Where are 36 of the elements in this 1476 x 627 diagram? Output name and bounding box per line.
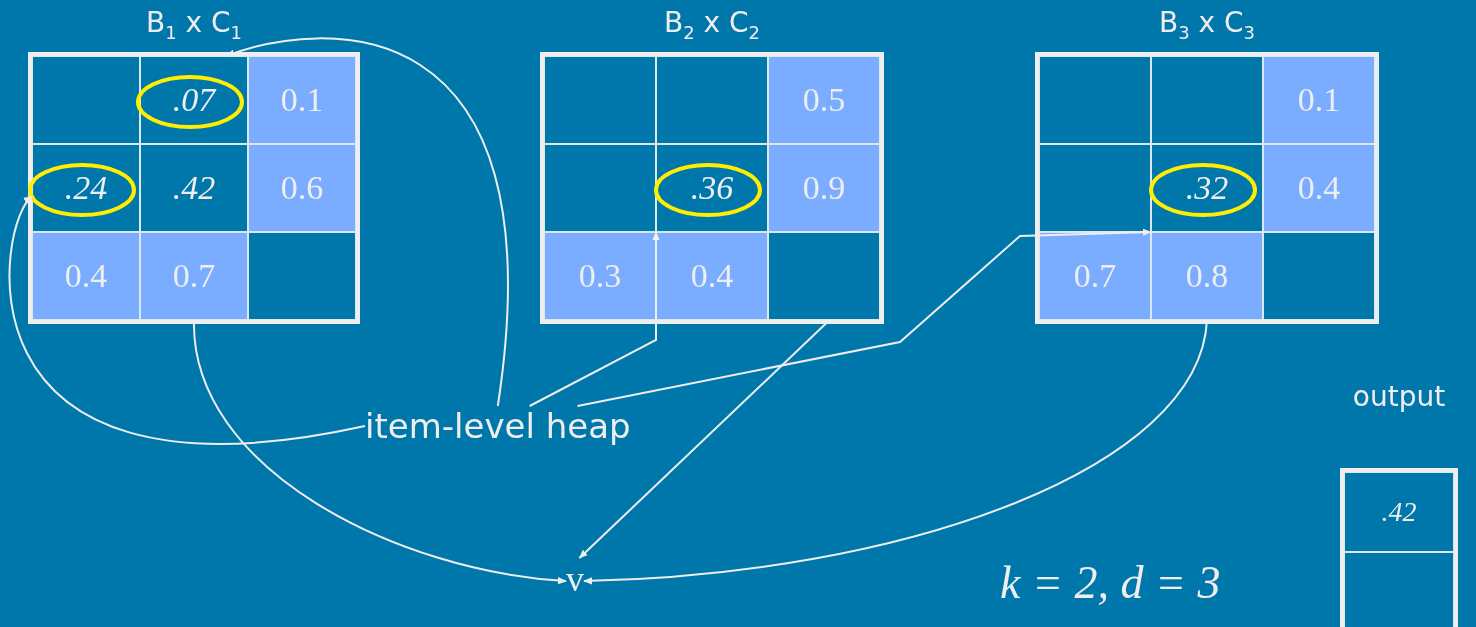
empty-cell xyxy=(1039,144,1151,232)
matrix-cell: 0.7 xyxy=(140,232,248,320)
matrix-cell: 0.1 xyxy=(248,56,356,144)
grid-title: B$_{1}$ x C$_{1}$ xyxy=(144,6,243,43)
empty-cell xyxy=(1039,56,1151,144)
matrix-cell: 0.4 xyxy=(656,232,768,320)
empty-cell xyxy=(32,56,140,144)
arrow xyxy=(578,319,831,559)
matrix-cell: 0.5 xyxy=(768,56,880,144)
matrix-cell: 0.6 xyxy=(248,144,356,232)
empty-cell xyxy=(544,56,656,144)
arrow xyxy=(528,231,660,407)
matrix-cell: 0.3 xyxy=(544,232,656,320)
matrix-cell: 0.4 xyxy=(32,232,140,320)
arrow xyxy=(8,195,366,444)
grid-title: B$_{3}$ x C$_{3}$ xyxy=(1157,6,1256,43)
matrix-cell: .32 xyxy=(1151,144,1263,232)
vertex-label: v xyxy=(566,558,584,600)
matrix-cell: 0.1 xyxy=(1263,56,1375,144)
empty-cell xyxy=(544,144,656,232)
matrix-cell: .42 xyxy=(140,144,248,232)
matrix-cell: 0.9 xyxy=(768,144,880,232)
matrix-cell: .42 xyxy=(1344,472,1454,552)
matrix-cell: .36 xyxy=(656,144,768,232)
matrix-cell: 0.7 xyxy=(1039,232,1151,320)
arrow xyxy=(225,37,509,407)
arrow xyxy=(576,228,1152,407)
empty-cell xyxy=(1344,552,1454,627)
matrix-cell: 0.8 xyxy=(1151,232,1263,320)
matrix-cell: .24 xyxy=(32,144,140,232)
grid-title: B$_{2}$ x C$_{2}$ xyxy=(662,6,761,43)
matrix-cell: .07 xyxy=(140,56,248,144)
heap-label: item-level heap xyxy=(365,406,631,446)
grid-title: output xyxy=(1351,380,1447,413)
parameter-note: k = 2, d = 3 xyxy=(1000,556,1221,609)
matrix-cell: 0.4 xyxy=(1263,144,1375,232)
